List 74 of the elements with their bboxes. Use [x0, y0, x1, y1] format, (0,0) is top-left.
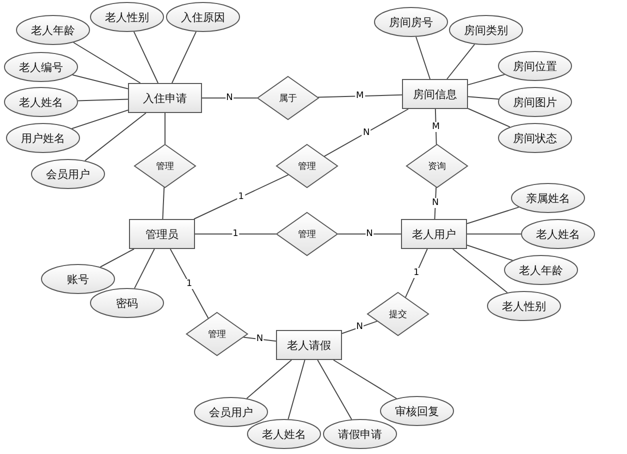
attribute-ellipse: 房间房号 [374, 7, 448, 37]
connector-line [72, 74, 128, 90]
cardinality-label: N [365, 229, 374, 239]
relationship-diamond: 提交 [367, 292, 429, 336]
cardinality-label: N [225, 93, 234, 103]
entity-box: 老人请假 [276, 330, 342, 360]
connector-line [133, 31, 158, 84]
connector-line [77, 98, 128, 102]
connector-line [246, 360, 292, 399]
connector-line [466, 206, 520, 224]
attribute-ellipse: 老人编号 [4, 52, 78, 82]
connector-line [468, 74, 506, 86]
connector-line [164, 112, 166, 144]
attribute-ellipse: 老人姓名 [247, 419, 321, 449]
connector-line [243, 336, 276, 342]
connector-line [468, 96, 500, 100]
attribute-ellipse: 老人年龄 [16, 15, 90, 45]
attribute-ellipse: 用户姓名 [6, 123, 80, 153]
cardinality-label: 1 [412, 268, 420, 278]
connector-line [333, 360, 397, 399]
entity-box: 入住申请 [128, 83, 202, 113]
connector-line [84, 112, 146, 162]
cardinality-label: 1 [237, 192, 246, 202]
connector-line [405, 248, 428, 298]
connector-line [100, 248, 134, 268]
attribute-ellipse: 请假申请 [323, 419, 397, 449]
connector-line [73, 42, 141, 84]
relationship-diamond: 管理 [134, 144, 196, 188]
attribute-ellipse: 房间类别 [449, 15, 523, 45]
connector-line [170, 248, 209, 319]
connector-line [452, 248, 508, 294]
entity-box: 房间信息 [402, 79, 468, 109]
entity-box: 管理员 [129, 219, 195, 249]
relationship-diamond: 管理 [276, 212, 338, 256]
attribute-ellipse: 会员用户 [31, 159, 105, 189]
attribute-ellipse: 密码 [90, 288, 164, 318]
connector-line [434, 108, 437, 145]
entity-box: 老人用户 [401, 219, 467, 249]
attribute-ellipse: 审核回复 [380, 396, 454, 426]
relationship-diamond: 资询 [406, 144, 468, 188]
connector-line [288, 360, 306, 420]
connector-line [317, 94, 402, 98]
cardinality-label: N [362, 128, 371, 138]
cardinality-label: 1 [232, 229, 240, 239]
attribute-ellipse: 老人姓名 [4, 87, 78, 117]
cardinality-label: 1 [185, 278, 194, 289]
attribute-ellipse: 老人性别 [487, 291, 561, 321]
cardinality-label: N [431, 198, 440, 208]
attribute-ellipse: 会员用户 [194, 397, 268, 427]
connector-line [446, 44, 476, 80]
relationship-diamond: 管理 [186, 312, 248, 356]
connector-line [416, 36, 430, 80]
attribute-ellipse: 房间位置 [498, 51, 572, 81]
connector-line [194, 174, 289, 220]
attribute-ellipse: 房间状态 [498, 123, 572, 153]
relationship-diamond: 属于 [257, 76, 319, 120]
relationship-diamond: 管理 [276, 144, 338, 188]
connector-line [466, 244, 513, 261]
attribute-ellipse: 老人性别 [90, 2, 164, 32]
connector-line [434, 186, 437, 220]
cardinality-label: M [431, 122, 441, 132]
attribute-ellipse: 入住原因 [166, 2, 240, 32]
attribute-ellipse: 老人年龄 [504, 255, 578, 285]
connector-line [317, 360, 352, 420]
attribute-ellipse: 账号 [41, 264, 115, 294]
attribute-ellipse: 亲属姓名 [511, 183, 585, 213]
connector-line [162, 186, 165, 220]
attribute-ellipse: 房间图片 [498, 87, 572, 117]
attribute-ellipse: 老人姓名 [521, 219, 595, 249]
connector-line [134, 248, 155, 289]
connector-line [324, 108, 409, 157]
connector-line [172, 31, 197, 84]
cardinality-label: N [355, 322, 364, 332]
connector-line [71, 110, 128, 130]
